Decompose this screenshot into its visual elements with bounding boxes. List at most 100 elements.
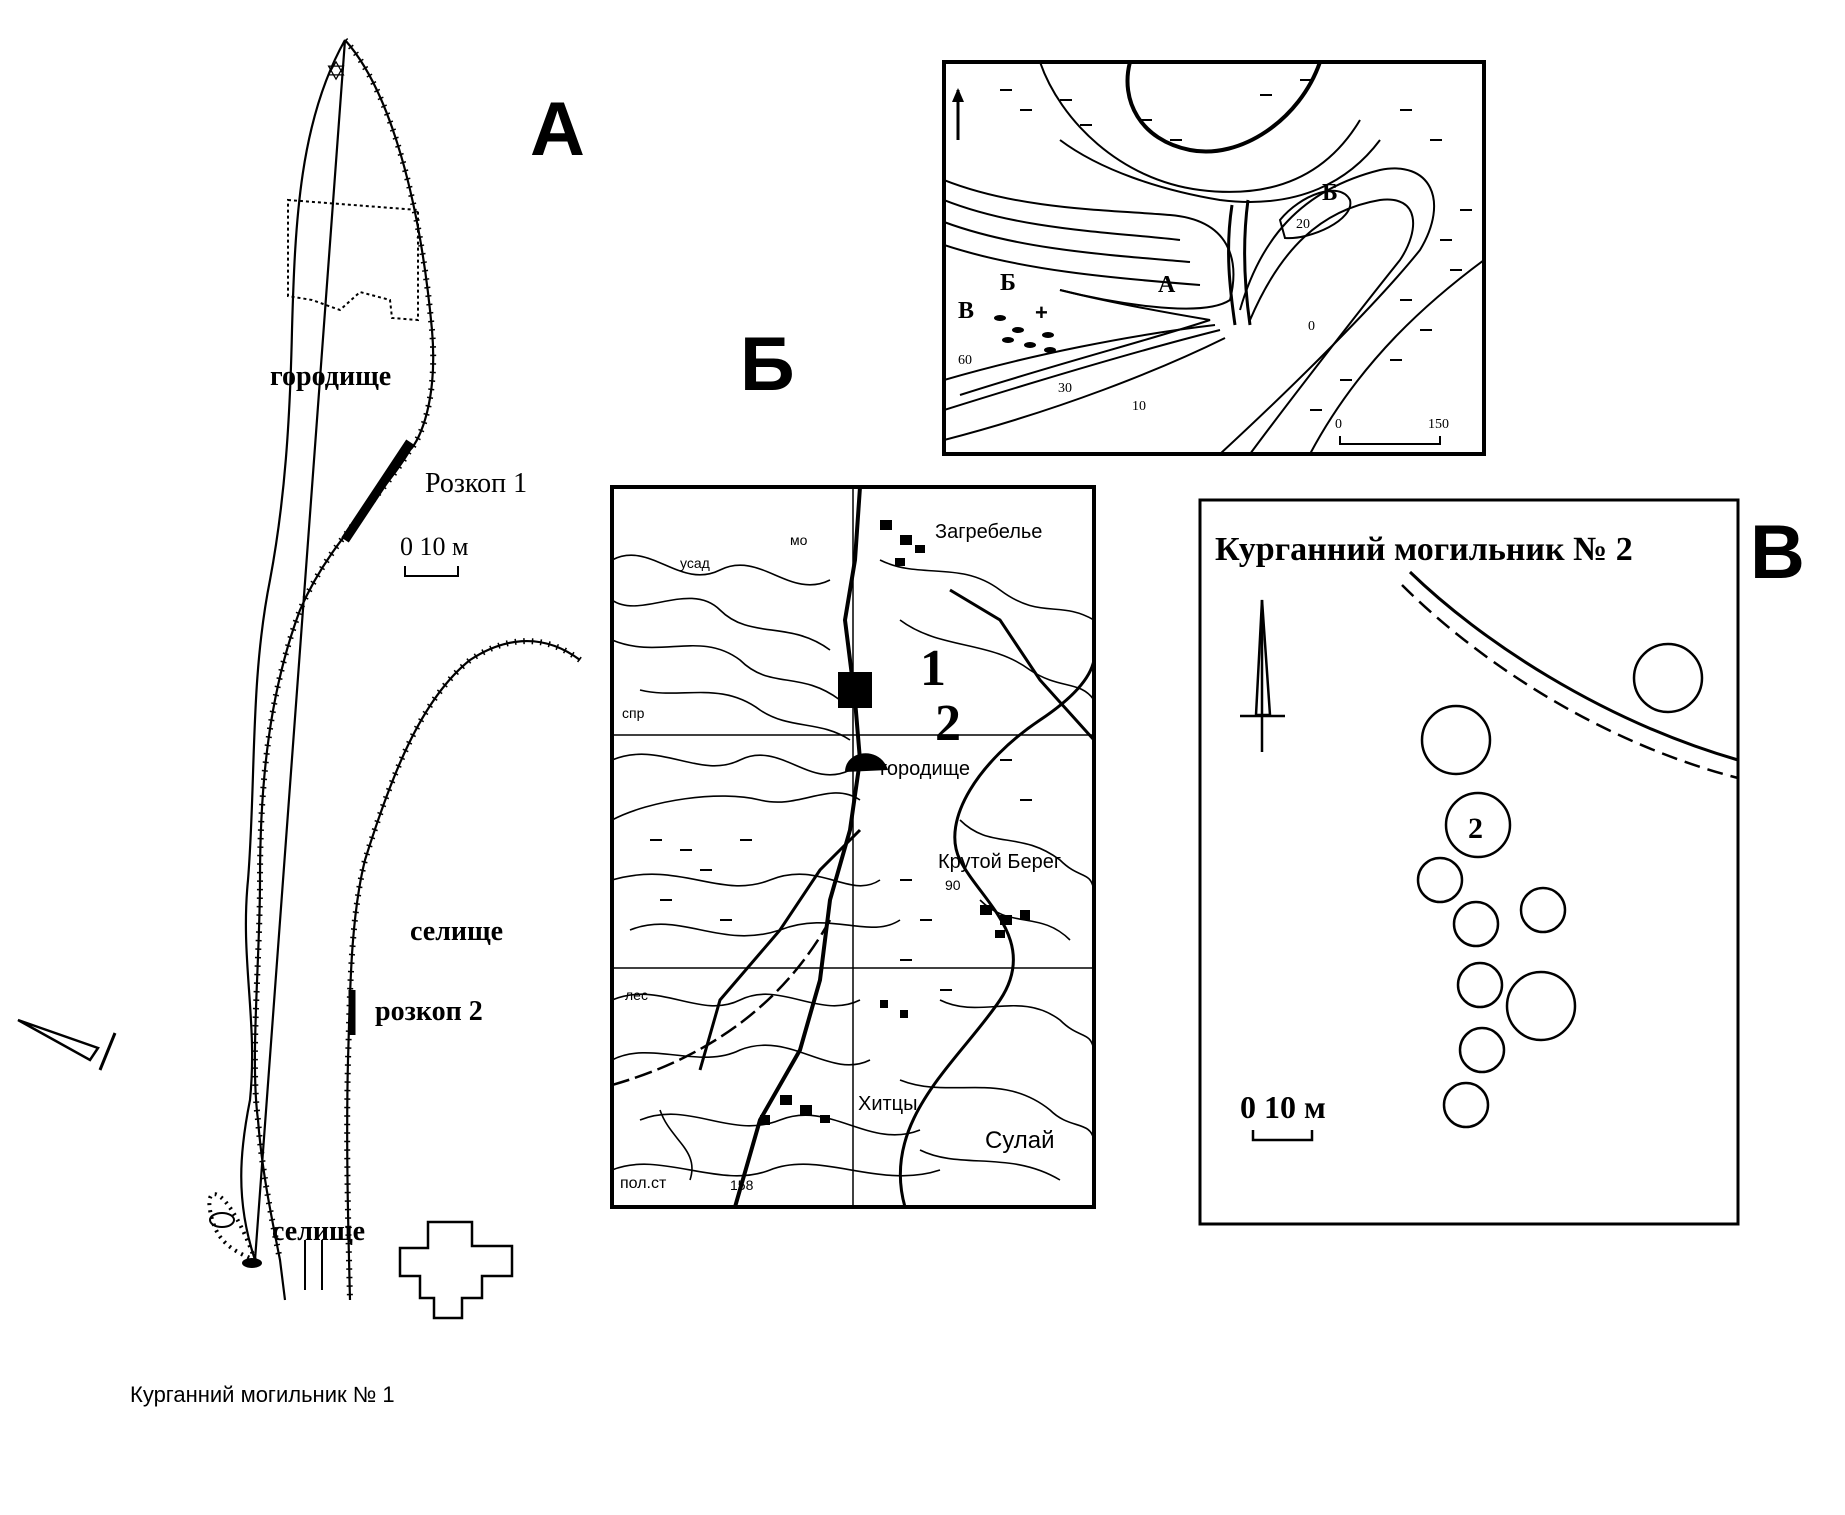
panel-label-b: Б bbox=[740, 322, 795, 407]
label-usad: усад bbox=[680, 555, 710, 571]
label-v158: 158 bbox=[730, 1177, 754, 1193]
mound bbox=[1519, 886, 1567, 934]
marker-1: 1 bbox=[920, 640, 946, 697]
mark-v: В bbox=[958, 298, 974, 324]
contour-scale-bar bbox=[1339, 436, 1441, 445]
contour-1 bbox=[944, 179, 1235, 310]
settlement-outline bbox=[346, 640, 581, 1301]
label-dig1: Розкоп 1 bbox=[425, 468, 527, 499]
dark-feature bbox=[242, 1258, 262, 1268]
topo-road-3 bbox=[698, 828, 862, 1071]
elev-20: 20 bbox=[1296, 217, 1310, 232]
road-solid bbox=[1408, 570, 1739, 762]
contour-9 bbox=[1219, 167, 1436, 454]
burial2-title: Курганний могильник № 2 bbox=[1215, 531, 1633, 568]
place-zagrebelye: Загребелье bbox=[935, 521, 1042, 543]
mound-label-2: 2 bbox=[1468, 812, 1483, 845]
contour-map: + А Б Б В 20 60 30 10 0 0 150 bbox=[942, 60, 1486, 456]
topo-map: 1 2 Загребелье городище Крутой Берег Хит… bbox=[610, 485, 1096, 1209]
label-gorodyshche: городище bbox=[270, 361, 391, 392]
cross-mark: + bbox=[1035, 300, 1048, 325]
panel-label-a: А bbox=[530, 87, 585, 172]
ditch-2 bbox=[1243, 199, 1252, 326]
burial-mounds bbox=[1416, 642, 1704, 1129]
elev-30: 30 bbox=[1058, 381, 1072, 396]
contour-12 bbox=[1059, 139, 1381, 203]
mound bbox=[1452, 900, 1500, 948]
label-les: лес bbox=[625, 987, 648, 1003]
north-arrow-c bbox=[1240, 599, 1285, 752]
topo-river bbox=[898, 659, 1094, 1207]
settlement-hachures bbox=[344, 638, 582, 1301]
oval-feature bbox=[209, 1212, 235, 1228]
contour-scale-end: 150 bbox=[1428, 417, 1449, 432]
elev-60: 60 bbox=[958, 353, 972, 368]
place-sulai: Сулай bbox=[985, 1127, 1055, 1154]
topo-villages bbox=[760, 520, 1030, 1125]
place-gorodyshche: городище bbox=[880, 758, 970, 780]
mark-b-right: Б bbox=[1322, 180, 1338, 206]
panel-label-c: В bbox=[1750, 510, 1805, 595]
topo-road-1 bbox=[733, 487, 863, 1207]
scale-a-bar bbox=[404, 566, 459, 577]
topo-river-2 bbox=[612, 919, 832, 1087]
topo-marsh bbox=[650, 759, 1032, 991]
marker-2: 2 bbox=[935, 695, 961, 752]
burial2-scale-label: 0 10 м bbox=[1240, 1089, 1326, 1125]
mound-dots bbox=[994, 315, 1056, 353]
contour-5 bbox=[959, 289, 1211, 396]
contour-map-frame bbox=[942, 60, 1486, 456]
hillfort-outline bbox=[240, 39, 435, 1301]
mound bbox=[1416, 856, 1464, 904]
contour-4 bbox=[944, 244, 1201, 286]
label-v90: 90 bbox=[945, 877, 961, 893]
contour-7 bbox=[944, 329, 1221, 411]
burial2-frame bbox=[1198, 498, 1740, 1226]
contour-scale-start: 0 bbox=[1335, 417, 1342, 432]
site1-marker bbox=[838, 672, 872, 708]
burial-ground-2: Курганний могильник № 2 2 0 10 м bbox=[1198, 498, 1740, 1226]
contour-6 bbox=[944, 324, 1216, 381]
site2-marker bbox=[845, 753, 888, 772]
wetland-hatching bbox=[1000, 79, 1472, 411]
burial2-scale-bar bbox=[1251, 1130, 1314, 1142]
label-polst: пол.ст bbox=[620, 1175, 667, 1192]
mound bbox=[1632, 642, 1704, 714]
contour-11 bbox=[1309, 259, 1484, 454]
river-bank-1 bbox=[1125, 62, 1322, 154]
mound bbox=[1458, 1026, 1506, 1074]
place-krutoy-bereg: Крутой Берег bbox=[938, 851, 1061, 873]
hill-contour bbox=[1278, 189, 1352, 240]
label-dig2: розкоп 2 bbox=[375, 996, 483, 1027]
contour-10 bbox=[1249, 198, 1414, 454]
caption: Курганний могильник № 1 bbox=[130, 1382, 395, 1407]
mark-b-left: Б bbox=[1000, 270, 1016, 296]
elev-10: 10 bbox=[1132, 399, 1146, 414]
river-bank-2 bbox=[1039, 62, 1361, 193]
label-selyshche-mid: селище bbox=[410, 916, 503, 947]
monument-icon: ✡ bbox=[325, 56, 347, 86]
inner-structure bbox=[287, 198, 419, 322]
contour-2 bbox=[944, 199, 1181, 241]
mound-2 bbox=[1444, 791, 1512, 859]
contour-8 bbox=[944, 337, 1226, 441]
topo-road-2 bbox=[949, 588, 1094, 742]
site-plan-a: ✡ городище Розкоп 1 0 10 м селище розкоп… bbox=[17, 37, 582, 1320]
elev-0: 0 bbox=[1308, 319, 1315, 334]
label-selyshche-bottom: селище bbox=[272, 1216, 365, 1247]
mound bbox=[1505, 970, 1577, 1042]
mound bbox=[1456, 961, 1504, 1009]
scale-a-label: 0 10 м bbox=[400, 532, 468, 561]
hillfort-hachures bbox=[251, 37, 437, 1261]
mark-a: А bbox=[1158, 272, 1176, 298]
contour-3 bbox=[944, 221, 1191, 263]
label-mo: мо bbox=[790, 532, 808, 548]
north-arrow-contour bbox=[952, 88, 964, 140]
church-shape bbox=[398, 1220, 514, 1320]
mound bbox=[1442, 1081, 1490, 1129]
label-spr: спр bbox=[622, 705, 645, 721]
place-khitsy: Хитцы bbox=[858, 1093, 918, 1115]
north-arrow-a bbox=[17, 1018, 117, 1071]
mound bbox=[1420, 704, 1492, 776]
